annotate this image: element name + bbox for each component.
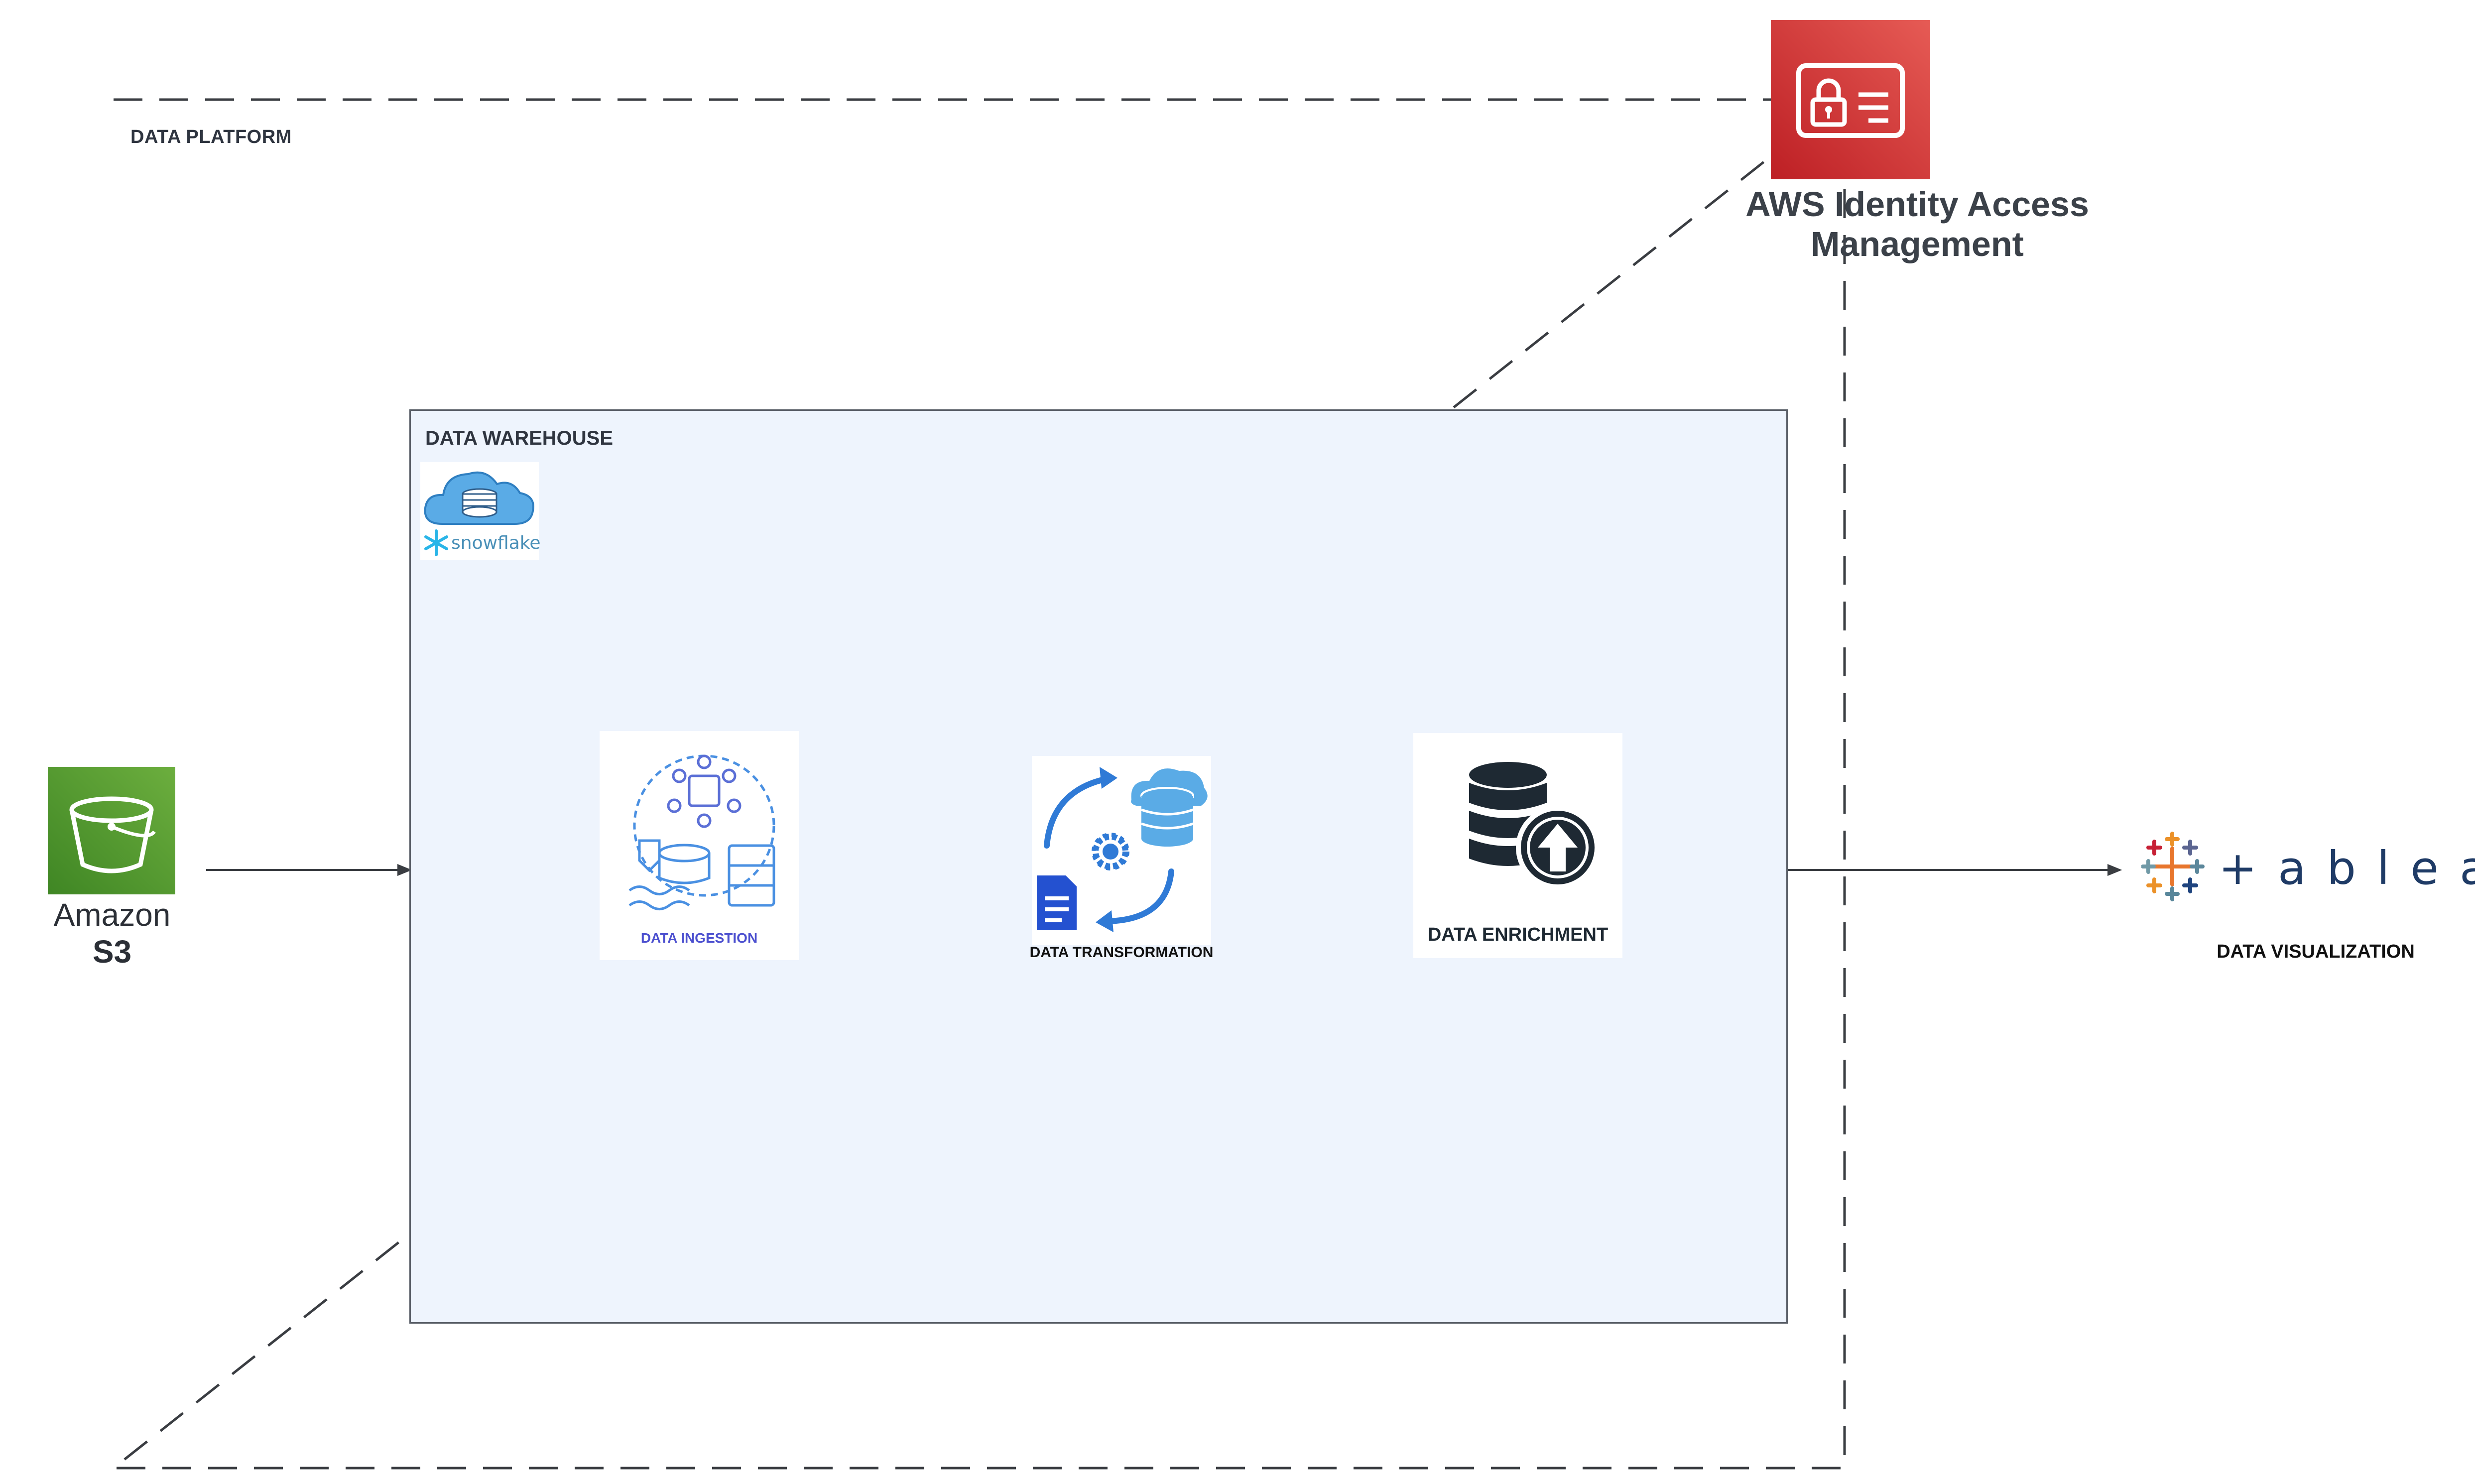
iam-title-line1: AWS Identity Access [1745,185,2089,224]
data-ingestion-node[interactable]: DATA INGESTION [600,731,799,960]
data-ingestion-icon [628,754,775,910]
database-upload-icon [1469,762,1600,889]
data-warehouse-label: DATA WAREHOUSE [425,427,614,449]
data-transformation-icon [1037,767,1208,932]
cloud-database-icon [424,471,534,525]
data-enrichment-label: DATA ENRICHMENT [1427,924,1609,945]
bucket-icon [48,767,175,894]
snowflake-wordmark: snowflake [451,533,541,553]
data-visualization-label: DATA VISUALIZATION [2217,941,2415,962]
iam-title: AWS Identity Access Management [1638,184,2196,264]
data-ingestion-label: DATA INGESTION [640,930,758,946]
snowflake-glyph-icon [424,529,448,556]
s3-label: Amazon S3 [30,896,194,970]
id-card-lock-icon [1771,20,1930,179]
s3-label-line2: S3 [92,934,132,970]
tableau-logo[interactable] [2141,832,2460,901]
data-transformation-node[interactable]: DATA TRANSFORMATION [1030,756,1213,961]
data-enrichment-node[interactable]: DATA ENRICHMENT [1413,733,1622,958]
iam-title-line2: Management [1811,225,2024,263]
s3-label-line1: Amazon [53,897,171,933]
iam-node[interactable] [1771,20,1930,179]
data-platform-label: DATA PLATFORM [130,126,292,147]
data-transformation-label: DATA TRANSFORMATION [1029,944,1214,961]
tableau-crosses-icon [2141,832,2205,901]
tableau-wordmark: +ableau [2219,842,2475,895]
snowflake-logo: snowflake [420,462,541,560]
s3-node[interactable] [48,767,175,894]
